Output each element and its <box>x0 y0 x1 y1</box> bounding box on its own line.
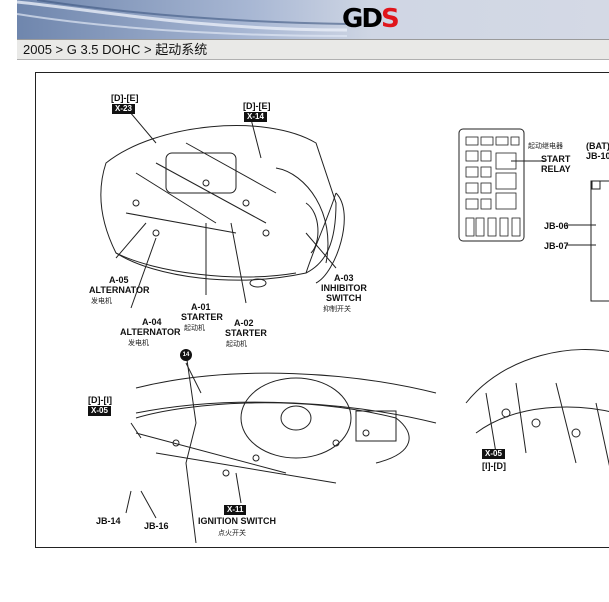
a04-code: A-04 <box>142 317 162 327</box>
a03-name1: INHIBITOR <box>321 283 367 293</box>
x11-connector-tag: X-11 <box>224 505 247 515</box>
x05-ref-label: [D]-[I] <box>88 395 112 405</box>
a01-code: A-01 <box>191 302 211 312</box>
start-relay-cn: 起动继电器 <box>528 142 563 150</box>
jb10-label: JB-10 <box>586 151 609 161</box>
x23-ref-label: [D]-[E] <box>111 93 139 103</box>
logo-accent-letter: S <box>380 4 400 34</box>
marker-14: 14 <box>180 349 192 361</box>
x14-ref-label: [D]-[E] <box>243 101 271 111</box>
a03-code: A-03 <box>334 273 354 283</box>
ignition-switch-cn: 点火开关 <box>218 529 246 537</box>
a04-cn: 发电机 <box>128 339 149 347</box>
x05-connector-tag: X-05 <box>88 406 111 416</box>
x23-connector-tag: X-23 <box>112 104 135 114</box>
right-x05-tag: X-05 <box>482 449 505 459</box>
jb07-label: JB-07 <box>544 241 569 251</box>
wiring-diagram: [D]-[E] X-23 [D]-[E] X-14 A-05 ALTERNATO… <box>35 72 609 548</box>
diagram-art <box>100 104 609 544</box>
start-relay-label2: RELAY <box>541 164 571 174</box>
banner-swoosh <box>17 0 347 37</box>
jb16-label: JB-16 <box>144 521 169 531</box>
breadcrumb-text: 2005 > G 3.5 DOHC > 起动系统 <box>23 42 208 57</box>
header-banner: GDS <box>17 0 609 39</box>
a01-name: STARTER <box>181 312 223 322</box>
a02-name: STARTER <box>225 328 267 338</box>
right-x05-ref: [I]-[D] <box>482 461 506 471</box>
x14-connector-tag: X-14 <box>244 112 267 122</box>
a03-cn: 抑制开关 <box>323 305 351 313</box>
ignition-switch-label: IGNITION SWITCH <box>198 516 276 526</box>
a05-code: A-05 <box>109 275 129 285</box>
a01-cn: 起动机 <box>184 324 205 332</box>
a05-cn: 发电机 <box>91 297 112 305</box>
breadcrumb: 2005 > G 3.5 DOHC > 起动系统 <box>17 39 609 60</box>
gds-logo: GDS <box>342 4 400 34</box>
a02-cn: 起动机 <box>226 340 247 348</box>
a05-name: ALTERNATOR <box>89 285 150 295</box>
start-relay-label1: START <box>541 154 571 164</box>
a02-code: A-02 <box>234 318 254 328</box>
a04-name: ALTERNATOR <box>120 327 181 337</box>
jb14-label: JB-14 <box>96 516 121 526</box>
bat-label: (BAT) <box>586 141 609 151</box>
a03-name2: SWITCH <box>326 293 362 303</box>
jb06-label: JB-06 <box>544 221 569 231</box>
